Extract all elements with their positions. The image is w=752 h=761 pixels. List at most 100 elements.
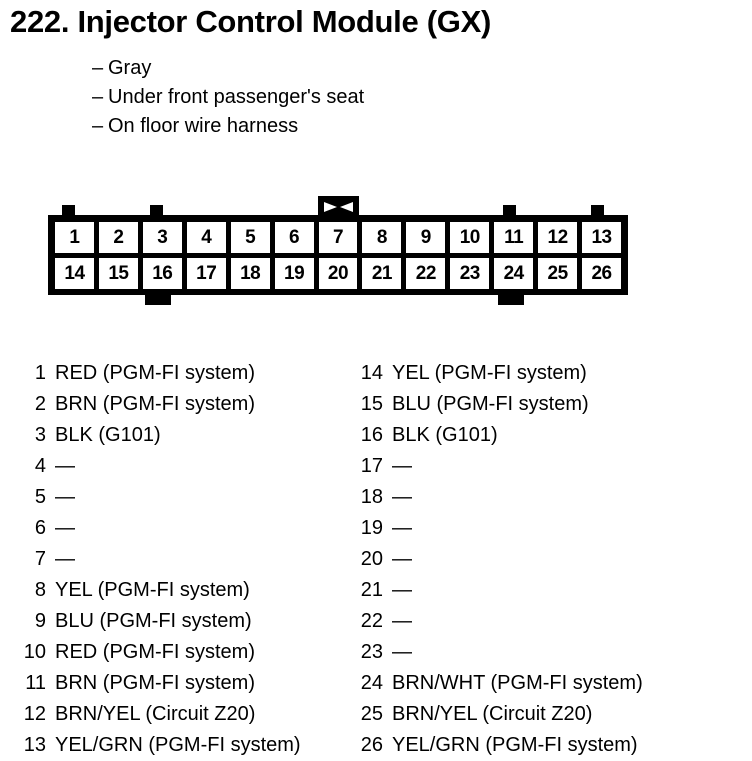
- legend-pin-number: 11: [25, 672, 46, 694]
- spec-item: –Gray: [92, 54, 364, 83]
- pin-cell[interactable]: 3: [142, 222, 182, 253]
- pin-cell[interactable]: 7: [318, 222, 358, 253]
- legend-row: 13 YEL/GRN (PGM-FI system): [18, 730, 301, 761]
- pin-cell[interactable]: 14: [55, 258, 94, 289]
- pin-cell[interactable]: 12: [538, 222, 578, 253]
- pin-cell[interactable]: 8: [362, 222, 402, 253]
- legend-pin-description: —: [392, 517, 412, 539]
- connector-tab-top-pin13: [591, 205, 604, 215]
- legend-row: 3 BLK (G101): [18, 420, 301, 451]
- legend-pin-description: RED (PGM-FI system): [55, 641, 255, 663]
- legend-pin-description: —: [55, 548, 75, 570]
- connector-pin-row-top: 1 2 3 4 5 6 7 8 9 10 11 12 13: [55, 222, 621, 253]
- legend-pin-description: BLU (PGM-FI system): [392, 393, 589, 415]
- page-title: 222. Injector Control Module (GX): [10, 4, 491, 39]
- legend-pin-number: 17: [360, 455, 383, 477]
- pin-cell[interactable]: 18: [230, 258, 270, 289]
- legend-pin-number: 23: [360, 641, 383, 663]
- pin-cell[interactable]: 22: [406, 258, 446, 289]
- legend-pin-number: 21: [360, 579, 383, 601]
- pin-cell[interactable]: 19: [274, 258, 314, 289]
- pin-cell[interactable]: 26: [582, 258, 621, 289]
- connector-diagram: 1 2 3 4 5 6 7 8 9 10 11 12 13 14 15 16 1…: [48, 196, 628, 305]
- legend-row: 4—: [18, 451, 301, 482]
- legend-pin-number: 22: [360, 610, 383, 632]
- connector-tab-top-pin3: [150, 205, 163, 215]
- pin-cell[interactable]: 4: [186, 222, 226, 253]
- pin-cell[interactable]: 20: [318, 258, 358, 289]
- pin-cell[interactable]: 10: [450, 222, 490, 253]
- legend-pin-description: BLK (G101): [55, 424, 161, 446]
- legend-pin-number: 12: [23, 703, 46, 725]
- spec-bullet-dash: –: [92, 115, 104, 137]
- legend-pin-number: 6: [34, 517, 46, 539]
- spec-bullet-dash: –: [92, 57, 104, 79]
- legend-row: 18 —: [355, 482, 643, 513]
- legend-pin-number: 9: [34, 610, 46, 632]
- legend-pin-description: —: [55, 486, 75, 508]
- legend-pin-description: BLK (G101): [392, 424, 498, 446]
- pin-cell[interactable]: 15: [98, 258, 138, 289]
- legend-row: 19 —: [355, 513, 643, 544]
- legend-pin-number: 8: [34, 579, 46, 601]
- legend-pin-description: —: [392, 455, 412, 477]
- pin-cell[interactable]: 1: [55, 222, 94, 253]
- legend-row: 12 BRN/YEL (Circuit Z20): [18, 699, 301, 730]
- pin-cell[interactable]: 6: [274, 222, 314, 253]
- legend-pin-description: BLU (PGM-FI system): [55, 610, 252, 632]
- connector-pin-grid: 1 2 3 4 5 6 7 8 9 10 11 12 13 14 15 16 1…: [55, 222, 621, 289]
- pin-cell[interactable]: 25: [538, 258, 578, 289]
- legend-pin-number: 25: [360, 703, 383, 725]
- pin-cell[interactable]: 5: [230, 222, 270, 253]
- pin-cell[interactable]: 9: [406, 222, 446, 253]
- connector-pin-row-bottom: 14 15 16 17 18 19 20 21 22 23 24 25 26: [55, 258, 621, 289]
- pin-cell[interactable]: 23: [450, 258, 490, 289]
- legend-pin-number: 3: [34, 424, 46, 446]
- pin-cell[interactable]: 13: [582, 222, 621, 253]
- legend-pin-number: 13: [23, 734, 46, 756]
- pin-cell[interactable]: 24: [494, 258, 534, 289]
- legend-row: 22—: [355, 606, 643, 637]
- legend-row: 16 BLK (G101): [355, 420, 643, 451]
- legend-pin-description: BRN/YEL (Circuit Z20): [55, 703, 256, 725]
- connector-tab-bottom-pin16: [145, 295, 171, 305]
- pin-cell[interactable]: 16: [142, 258, 182, 289]
- pin-cell[interactable]: 2: [98, 222, 138, 253]
- bowtie-left-triangle: [324, 202, 337, 212]
- spec-item: –On floor wire harness: [92, 112, 364, 141]
- pin-cell[interactable]: 21: [362, 258, 402, 289]
- legend-row: 5—: [18, 482, 301, 513]
- legend-pin-description: BRN/WHT (PGM-FI system): [392, 672, 643, 694]
- legend-pin-number: 4: [34, 455, 46, 477]
- legend-row: 21—: [355, 575, 643, 606]
- pin-cell[interactable]: 17: [186, 258, 226, 289]
- spec-item-label: Gray: [108, 57, 152, 79]
- legend-pin-description: —: [392, 486, 412, 508]
- legend-pin-number: 26: [360, 734, 383, 756]
- legend-pin-description: YEL (PGM-FI system): [392, 362, 587, 384]
- legend-pin-description: YEL/GRN (PGM-FI system): [55, 734, 301, 756]
- spec-bullet-dash: –: [92, 86, 104, 108]
- spec-item-label: Under front passenger's seat: [108, 86, 365, 108]
- legend-pin-description: YEL (PGM-FI system): [55, 579, 250, 601]
- legend-pin-number: 18: [360, 486, 383, 508]
- legend-row: 9 BLU (PGM-FI system): [18, 606, 301, 637]
- legend-pin-number: 16: [360, 424, 383, 446]
- spec-list: –Gray –Under front passenger's seat –On …: [92, 54, 364, 141]
- connector-tab-top-pin11: [503, 205, 516, 215]
- legend-row: 20—: [355, 544, 643, 575]
- legend-pin-number: 19: [360, 517, 383, 539]
- legend-pin-number: 24: [360, 672, 383, 694]
- legend-pin-description: RED (PGM-FI system): [55, 362, 255, 384]
- legend-row: 7—: [18, 544, 301, 575]
- legend-row: 6—: [18, 513, 301, 544]
- pin-cell[interactable]: 11: [494, 222, 534, 253]
- bowtie-icon: [324, 202, 353, 213]
